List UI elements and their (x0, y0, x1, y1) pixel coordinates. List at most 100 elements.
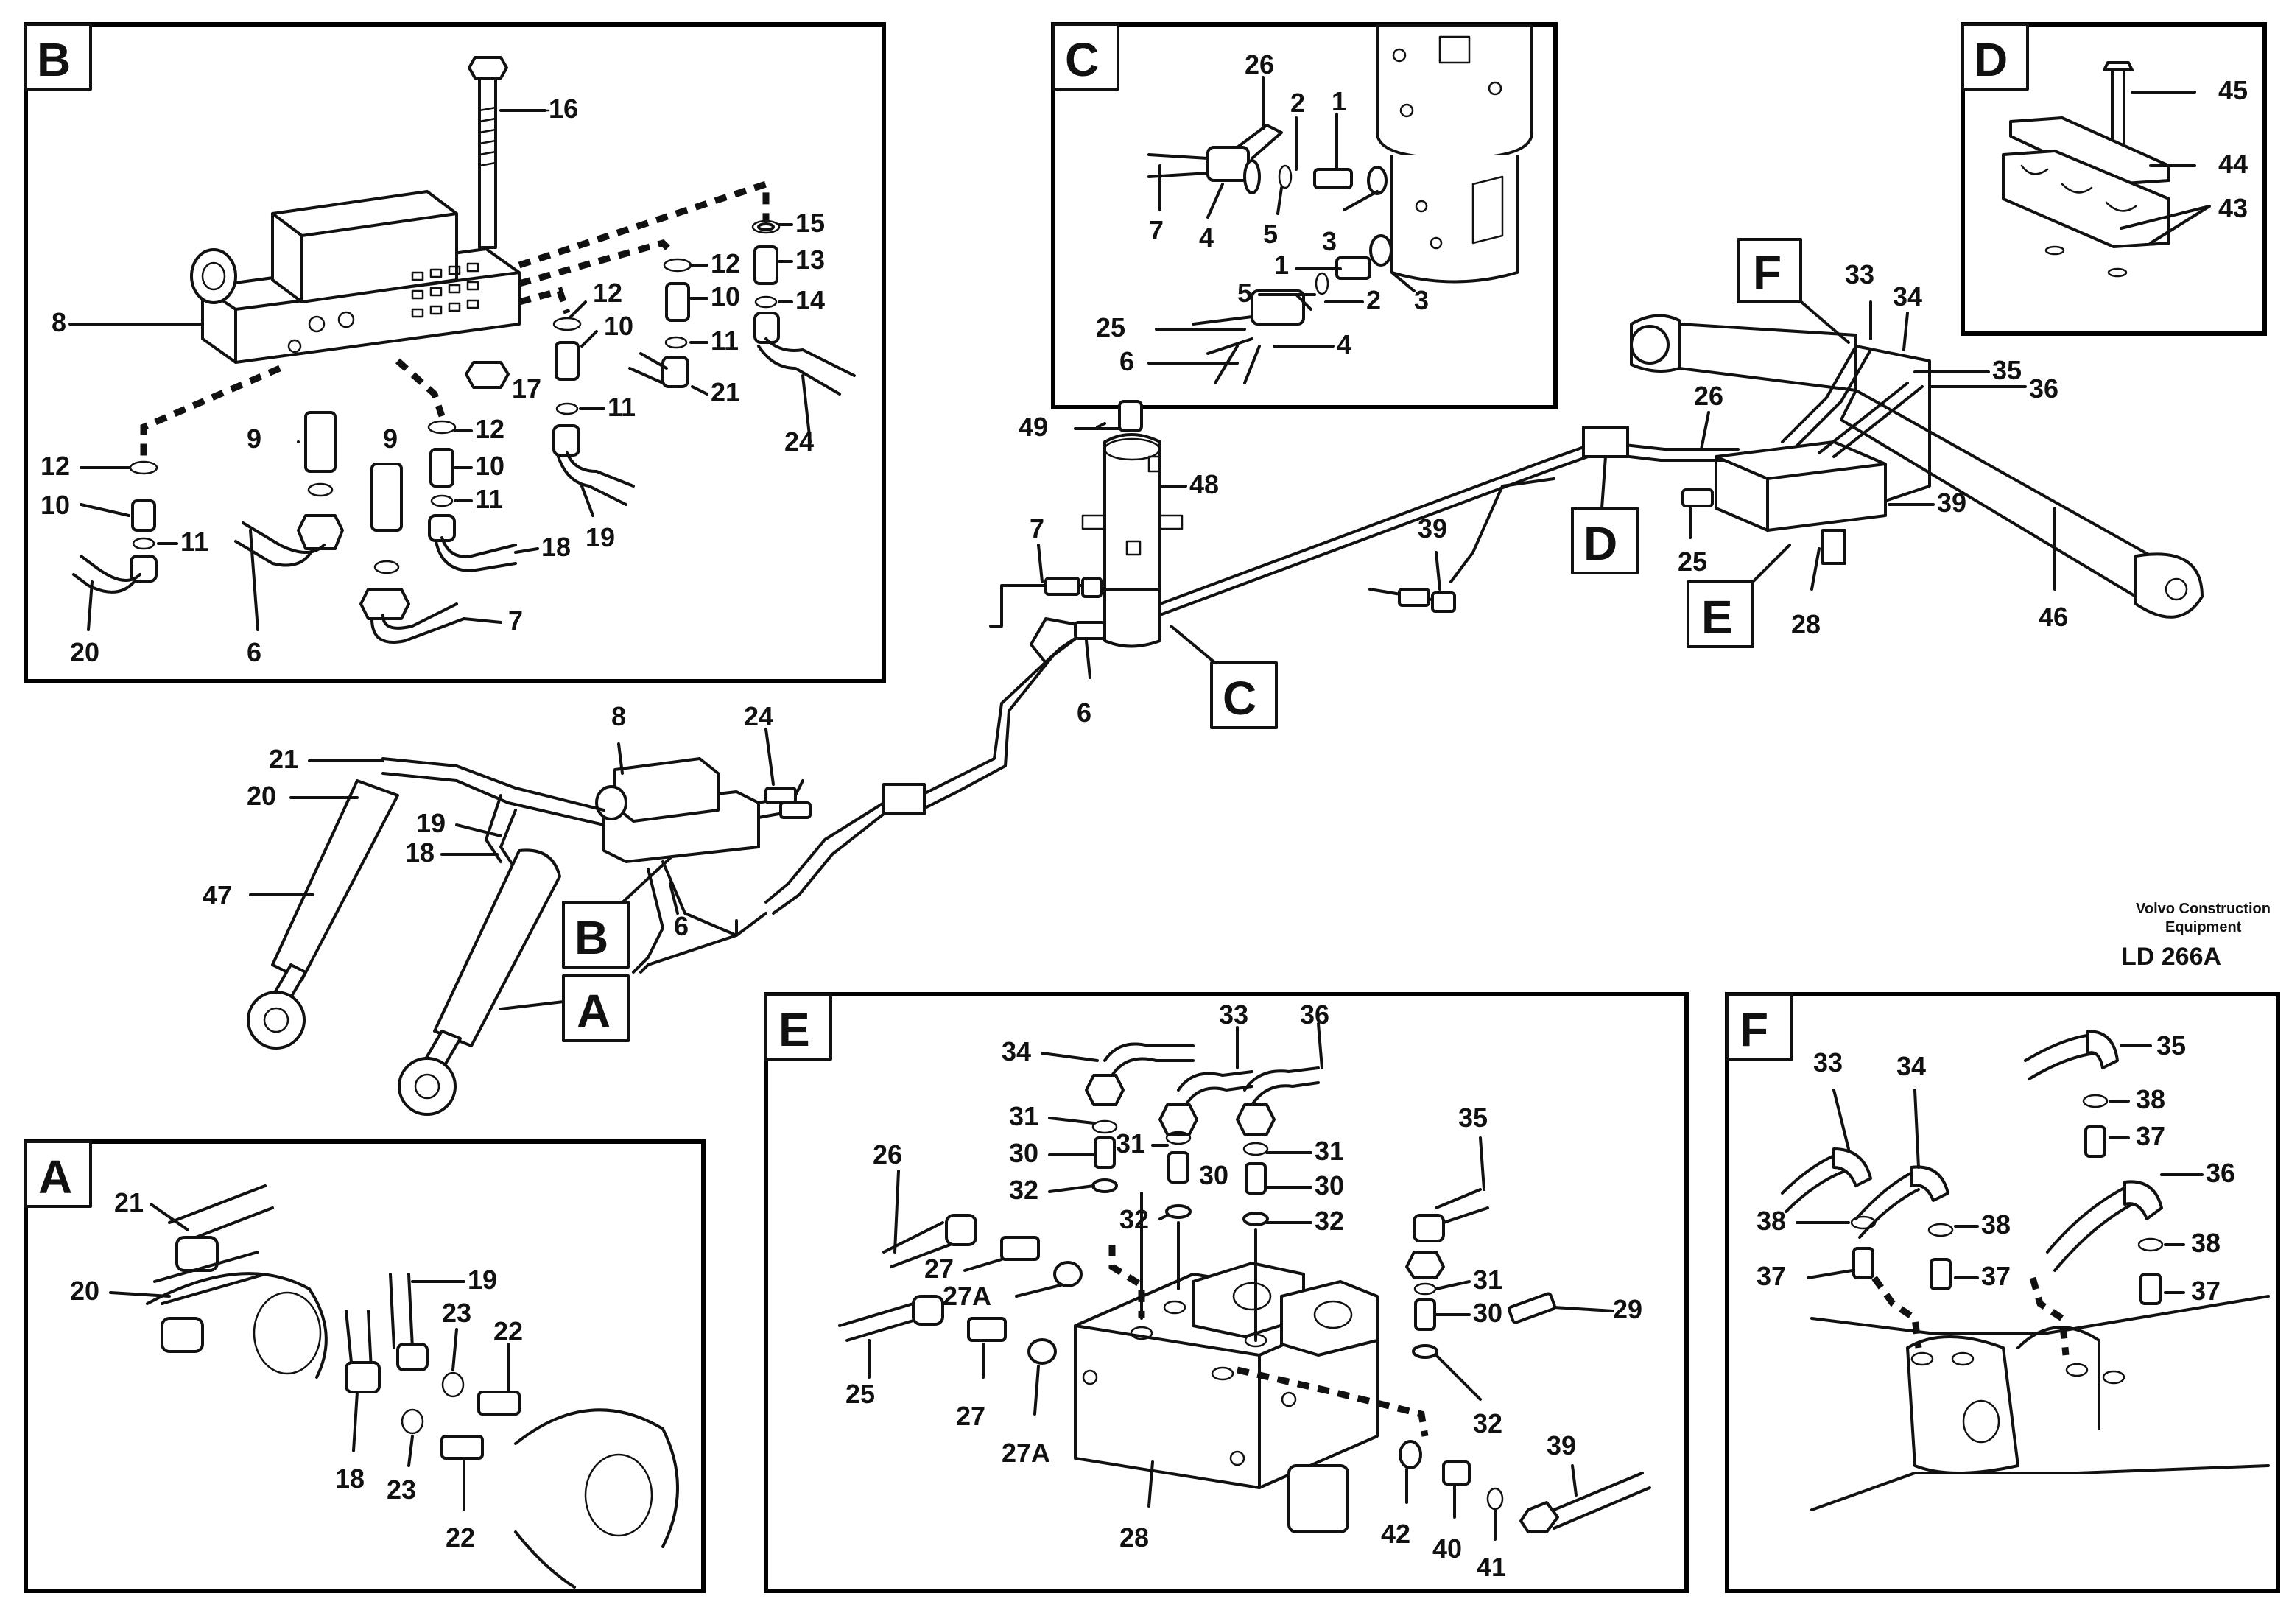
label-e-27A-a: 27A (943, 1281, 991, 1311)
panel-c: C 26 2 1 7 4 5 3 (1051, 22, 1558, 409)
panel-e-tag: E (778, 1003, 810, 1056)
label-a-23: 23 (442, 1298, 471, 1328)
clamp-block-43 (2002, 150, 2170, 248)
fitting-stack-right (751, 219, 856, 396)
label-19: 19 (586, 522, 615, 552)
label-e-39: 39 (1547, 1430, 1576, 1460)
label-main-35: 35 (1992, 355, 2022, 385)
panel-a-frame (24, 1139, 706, 1593)
label-9-left: 9 (247, 423, 261, 454)
label-10-mid: 10 (711, 281, 740, 312)
label-a-19: 19 (468, 1265, 497, 1295)
dash-line-12c (140, 365, 281, 457)
label-f-34: 34 (1896, 1051, 1926, 1081)
hose-clamp (882, 783, 926, 815)
label-main-6b: 6 (674, 911, 689, 941)
label-e-30b: 30 (1199, 1160, 1228, 1190)
label-main-18: 18 (405, 837, 435, 868)
panel-d-tag-box (1961, 23, 2029, 91)
label-e-32a: 32 (1009, 1175, 1038, 1205)
label-e-32b: 32 (1119, 1204, 1149, 1234)
label-a-21: 21 (114, 1187, 144, 1217)
label-6: 6 (247, 637, 261, 667)
block-ports (287, 262, 479, 354)
label-e-30c: 30 (1315, 1170, 1344, 1201)
label-f-37c: 37 (1981, 1261, 2011, 1291)
f-dash-37b (2029, 1276, 2070, 1356)
label-15: 15 (795, 208, 825, 238)
panel-d-frame (1961, 22, 2267, 336)
panel-f-tag-box (1726, 993, 1793, 1061)
callout-a: A (577, 985, 611, 1038)
label-e-27A-b: 27A (1002, 1438, 1050, 1468)
central-assembly: 48 49 7 6 C 46 (203, 238, 2204, 1116)
label-16: 16 (549, 94, 578, 124)
label-e-32c: 32 (1315, 1206, 1344, 1236)
label-18: 18 (541, 532, 571, 562)
label-e-31c: 31 (1315, 1136, 1344, 1166)
label-24: 24 (784, 426, 814, 457)
f-dash-37a (1871, 1276, 1922, 1349)
label-main-20: 20 (247, 781, 276, 811)
label-c-3b: 3 (1414, 285, 1429, 315)
label-e-26: 26 (873, 1139, 902, 1170)
panel-c-frame (1051, 22, 1558, 409)
label-12-18: 12 (475, 414, 504, 444)
label-10-left: 10 (41, 490, 70, 520)
label-a-20: 20 (70, 1276, 99, 1306)
label-17: 17 (512, 373, 541, 404)
label-e-35: 35 (1458, 1103, 1488, 1133)
callout-a-box (562, 974, 630, 1042)
label-f-37a: 37 (2136, 1121, 2165, 1151)
fitting-stack-mid (628, 258, 692, 388)
panel-e: E (764, 992, 1689, 1593)
panel-a-tag-box (24, 1140, 92, 1208)
breather-49 (1118, 400, 1143, 432)
dash-line-12a (518, 239, 677, 287)
panel-b-frame (24, 22, 886, 683)
callout-f-box (1737, 238, 1802, 303)
label-main-25: 25 (1678, 546, 1707, 577)
label-f-35: 35 (2156, 1030, 2186, 1061)
fitting-stack-18 (427, 420, 517, 572)
drawing-ref: LD 266A (2121, 943, 2221, 971)
nut-17 (465, 361, 510, 389)
label-12-lm: 12 (593, 278, 622, 308)
fitting-stack-left-mid (552, 317, 635, 506)
callout-c: C (1223, 672, 1256, 725)
label-e-31b: 31 (1116, 1128, 1145, 1159)
label-c-7: 7 (1149, 215, 1164, 245)
fitting-stack-12-left (72, 460, 158, 594)
label-e-30a: 30 (1009, 1138, 1038, 1168)
label-e-25: 25 (845, 1379, 875, 1409)
panel-c-tag: C (1065, 33, 1099, 86)
panel-b-tag-box (24, 23, 92, 91)
label-main-39: 39 (1937, 488, 1966, 518)
label-48: 48 (1189, 469, 1219, 499)
label-e-28: 28 (1119, 1522, 1149, 1553)
callout-b-box (562, 901, 630, 969)
label-e-30d: 30 (1473, 1298, 1502, 1328)
label-14: 14 (795, 285, 825, 315)
label-f-37b: 37 (1757, 1261, 1786, 1291)
callout-d: D (1583, 517, 1617, 570)
label-c-5: 5 (1263, 219, 1278, 249)
panel-c-tag-box (1052, 23, 1119, 91)
solenoid-plug (190, 248, 237, 304)
panel-a: A 21 20 19 23 22 18 23 22 (24, 1139, 706, 1593)
label-e-27b: 27 (956, 1401, 985, 1431)
label-e-32d: 32 (1473, 1408, 1502, 1438)
label-main-19: 19 (416, 808, 446, 838)
callout-f: F (1753, 246, 1782, 299)
label-e-33: 33 (1219, 999, 1248, 1030)
label-20: 20 (70, 637, 99, 667)
label-e-41: 41 (1477, 1552, 1506, 1582)
label-21: 21 (711, 377, 740, 407)
label-46: 46 (2039, 602, 2068, 632)
panel-b: B (24, 22, 886, 683)
label-f-38b: 38 (1757, 1206, 1786, 1236)
dash-line-12d (395, 358, 446, 418)
label-main-36: 36 (2029, 373, 2058, 404)
label-main-47: 47 (203, 880, 232, 910)
